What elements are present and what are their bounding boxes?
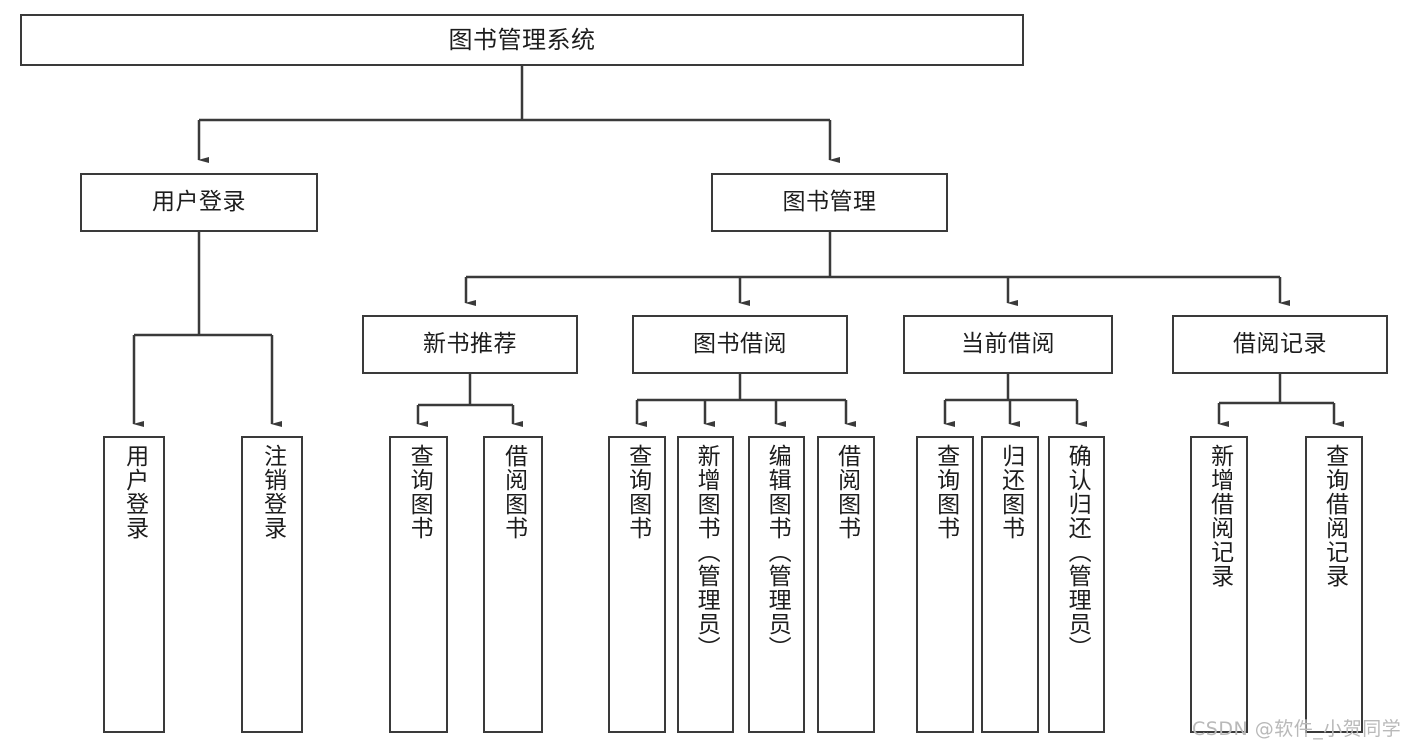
node-leaf-borrow-book-recommend[interactable]: 借阅图书 [483,436,543,733]
node-new-book-recommend[interactable]: 新书推荐 [362,315,578,374]
node-leaf-query-book-recommend[interactable]: 查询图书 [389,436,448,733]
node-leaf-user-login-label: 用户登录 [121,444,148,540]
node-leaf-confirm-return[interactable]: 确认归还（管理员） [1048,436,1105,733]
node-borrow-record-label: 借阅记录 [1233,330,1327,357]
node-leaf-query-book-current[interactable]: 查询图书 [916,436,974,733]
node-book-manage-label: 图书管理 [782,188,877,215]
node-book-borrow[interactable]: 图书借阅 [632,315,848,374]
node-user-login[interactable]: 用户登录 [80,173,318,232]
node-leaf-query-book-current-label: 查询图书 [932,444,959,540]
node-leaf-edit-book-label: 编辑图书（管理员） [764,444,791,660]
node-root-label: 图书管理系统 [448,25,596,54]
node-leaf-query-borrow-record[interactable]: 查询借阅记录 [1305,436,1363,733]
node-borrow-record[interactable]: 借阅记录 [1172,315,1388,374]
node-leaf-confirm-return-label: 确认归还（管理员） [1064,444,1091,660]
node-leaf-logout[interactable]: 注销登录 [241,436,303,733]
node-leaf-user-login[interactable]: 用户登录 [103,436,165,733]
node-leaf-add-borrow-record[interactable]: 新增借阅记录 [1190,436,1248,733]
csdn-watermark: CSDN @软件_小贺同学 [1192,718,1402,740]
node-leaf-logout-label: 注销登录 [259,444,286,540]
node-leaf-add-book[interactable]: 新增图书（管理员） [677,436,734,733]
node-leaf-edit-book[interactable]: 编辑图书（管理员） [748,436,805,733]
node-root[interactable]: 图书管理系统 [20,14,1024,66]
node-leaf-return-book-label: 归还图书 [997,444,1024,540]
node-book-borrow-label: 图书借阅 [693,330,787,357]
node-leaf-borrow-book-label: 借阅图书 [833,444,860,540]
node-leaf-query-borrow-record-label: 查询借阅记录 [1321,444,1348,588]
node-leaf-add-borrow-record-label: 新增借阅记录 [1206,444,1233,588]
node-leaf-add-book-label: 新增图书（管理员） [693,444,720,660]
node-leaf-query-book-borrow[interactable]: 查询图书 [608,436,666,733]
node-current-borrow-label: 当前借阅 [961,330,1055,357]
node-leaf-borrow-book[interactable]: 借阅图书 [817,436,875,733]
node-leaf-query-book-recommend-label: 查询图书 [406,444,433,540]
node-book-manage[interactable]: 图书管理 [711,173,948,232]
node-leaf-query-book-borrow-label: 查询图书 [624,444,651,540]
node-current-borrow[interactable]: 当前借阅 [903,315,1113,374]
node-leaf-borrow-book-recommend-label: 借阅图书 [500,444,527,540]
node-user-login-label: 用户登录 [152,188,246,215]
node-leaf-return-book[interactable]: 归还图书 [981,436,1039,733]
node-new-book-recommend-label: 新书推荐 [423,330,517,357]
